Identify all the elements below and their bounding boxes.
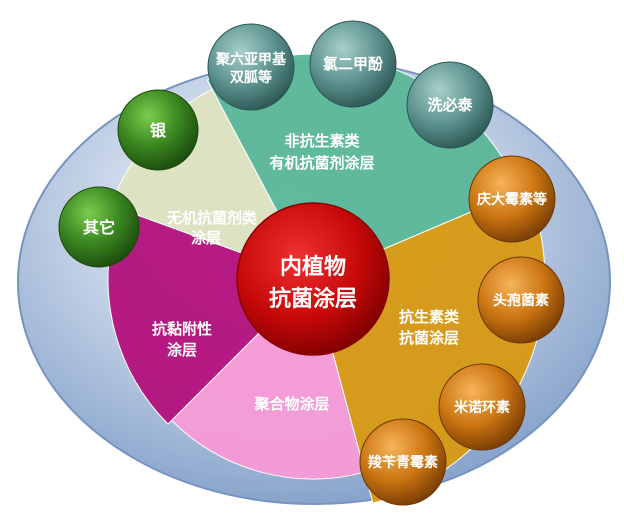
sector-label-nonantibiotic-2: 有机抗菌剂涂层 [269, 154, 374, 172]
bubble-chlorhexidine: 洗必泰 [406, 61, 494, 149]
bubble-carbenicillin: 羧苄青霉素 [359, 418, 447, 506]
bubble-others-label: 其它 [83, 218, 115, 237]
sector-label-antiadhesion-1: 抗黏附性 [152, 320, 212, 338]
sector-labels: 非抗生素类 有机抗菌剂涂层 抗生素类 抗菌涂层 聚合物涂层 抗黏附性 涂层 无机… [152, 132, 460, 413]
bubble-chlorhexidine-label: 洗必泰 [427, 96, 473, 114]
bubble-gentamicin: 庆大霉素等 [468, 155, 556, 243]
sector-label-nonantibiotic-1: 非抗生素类 [284, 132, 360, 150]
center-circle [236, 202, 390, 356]
bubble-gentamicin-label: 庆大霉素等 [477, 191, 547, 208]
bubble-polyhexamethylene: 聚六亚甲基 双胍等 [207, 23, 295, 111]
bubble-chloroxylenol: 氯二甲酚 [309, 20, 397, 108]
bubble-others: 其它 [58, 186, 140, 268]
center-title-2: 抗菌涂层 [269, 286, 357, 312]
bubble-polyhexamethylene-label-2: 双胍等 [230, 69, 272, 86]
bubble-chloroxylenol-label: 氯二甲酚 [323, 55, 384, 73]
bubble-silver: 银 [117, 89, 199, 171]
bubble-minocycline-label: 米诺环素 [454, 399, 510, 416]
bubble-minocycline: 米诺环素 [438, 363, 526, 451]
sector-label-inorganic-1: 无机抗菌剂类 [166, 209, 258, 227]
sector-label-inorganic-2: 涂层 [191, 229, 221, 247]
center-title-1: 内植物 [280, 254, 346, 280]
sector-label-antibiotic-1: 抗生素类 [399, 308, 460, 326]
bubble-cephalosporin: 头孢菌素 [477, 256, 565, 344]
sector-label-antibiotic-2: 抗菌涂层 [399, 329, 459, 347]
bubble-carbenicillin-label: 羧苄青霉素 [368, 454, 438, 471]
bubble-silver-label: 银 [150, 121, 167, 140]
bubble-polyhexamethylene-label-1: 聚六亚甲基 [215, 51, 287, 68]
sector-label-polymer: 聚合物涂层 [253, 395, 329, 413]
sector-label-antiadhesion-2: 涂层 [167, 341, 197, 359]
bubble-cephalosporin-label: 头孢菌素 [493, 292, 549, 309]
